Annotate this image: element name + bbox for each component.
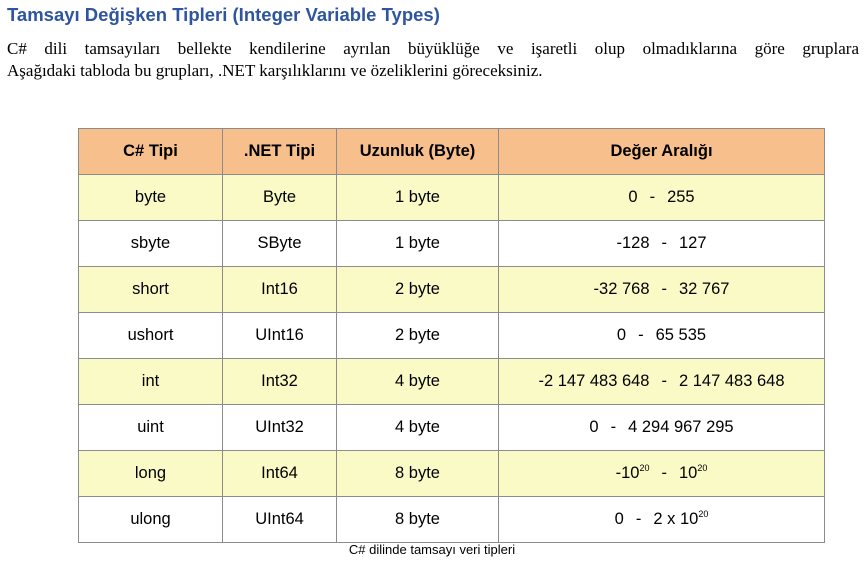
integer-types-table: C# Tipi .NET Tipi Uzunluk (Byte) Değer A… xyxy=(78,128,825,543)
cell-length: 8 byte xyxy=(336,450,499,497)
cell-value-range: 0-2 x 1020 xyxy=(498,496,825,543)
cell-net-type: Int64 xyxy=(222,450,337,497)
range-max: 2 147 483 648 xyxy=(678,372,785,390)
cell-net-type: UInt32 xyxy=(222,404,337,451)
cell-length: 4 byte xyxy=(336,404,499,451)
range-separator: - xyxy=(610,418,617,436)
range-separator: - xyxy=(661,234,668,252)
range-min: -2 147 483 648 xyxy=(538,372,650,390)
range-separator: - xyxy=(635,510,642,528)
header-net-type: .NET Tipi xyxy=(222,128,337,175)
cell-cs-type: int xyxy=(78,358,223,405)
range-separator: - xyxy=(661,464,668,482)
cell-length: 4 byte xyxy=(336,358,499,405)
range-min: -10 xyxy=(615,464,640,482)
cell-cs-type: ulong xyxy=(78,496,223,543)
range-min: 0 xyxy=(628,188,638,206)
cell-cs-type: sbyte xyxy=(78,220,223,267)
cell-net-type: Int16 xyxy=(222,266,337,313)
cell-cs-type: ushort xyxy=(78,312,223,359)
range-max: 127 xyxy=(679,234,707,252)
section-heading: Tamsayı Değişken Tipleri (Integer Variab… xyxy=(7,4,440,25)
table-caption: C# dilinde tamsayı veri tipleri xyxy=(348,542,516,557)
cell-cs-type: long xyxy=(78,450,223,497)
cell-length: 2 byte xyxy=(336,312,499,359)
header-cs-type: C# Tipi xyxy=(78,128,223,175)
range-min: 0 xyxy=(614,510,624,528)
cell-length: 8 byte xyxy=(336,496,499,543)
range-min: -32 768 xyxy=(593,280,650,298)
cell-cs-type: uint xyxy=(78,404,223,451)
range-max: 4 294 967 295 xyxy=(628,418,734,436)
cell-value-range: -2 147 483 648-2 147 483 648 xyxy=(498,358,825,405)
cell-net-type: Int32 xyxy=(222,358,337,405)
intro-paragraph: C# dili tamsayıları bellekte kendilerine… xyxy=(7,38,859,82)
range-min: 0 xyxy=(589,418,599,436)
cell-value-range: -1020-1020 xyxy=(498,450,825,497)
cell-value-range: 0-4 294 967 295 xyxy=(498,404,825,451)
cell-length: 2 byte xyxy=(336,266,499,313)
range-max: 2 x 10 xyxy=(653,510,699,528)
range-max: 65 535 xyxy=(655,326,707,344)
range-max-exponent: 20 xyxy=(697,463,708,473)
cell-net-type: UInt64 xyxy=(222,496,337,543)
range-separator: - xyxy=(661,372,667,390)
cell-value-range: 0-255 xyxy=(498,174,825,221)
cell-cs-type: byte xyxy=(78,174,223,221)
cell-value-range: 0-65 535 xyxy=(498,312,825,359)
cell-value-range: -128-127 xyxy=(498,220,825,267)
table-header-row: C# Tipi .NET Tipi Uzunluk (Byte) Değer A… xyxy=(78,128,825,175)
cell-net-type: UInt16 xyxy=(222,312,337,359)
range-min: -128 xyxy=(616,234,650,252)
range-max: 10 xyxy=(679,464,698,482)
range-separator: - xyxy=(649,188,656,206)
header-value-range: Değer Aralığı xyxy=(498,128,825,175)
range-min-exponent: 20 xyxy=(639,463,650,473)
header-length: Uzunluk (Byte) xyxy=(336,128,499,175)
cell-length: 1 byte xyxy=(336,220,499,267)
intro-line-2: Aşağıdaki tabloda bu grupları, .NET karş… xyxy=(7,61,543,80)
range-max: 32 767 xyxy=(679,280,730,298)
range-max-exponent: 20 xyxy=(698,509,709,519)
cell-net-type: Byte xyxy=(222,174,337,221)
cell-net-type: SByte xyxy=(222,220,337,267)
cell-cs-type: short xyxy=(78,266,223,313)
intro-line-1: C# dili tamsayıları bellekte kendilerine… xyxy=(7,39,859,58)
cell-length: 1 byte xyxy=(336,174,499,221)
range-min: 0 xyxy=(616,326,627,344)
range-separator: - xyxy=(661,280,668,298)
range-separator: - xyxy=(638,326,644,344)
cell-value-range: -32 768-32 767 xyxy=(498,266,825,313)
range-max: 255 xyxy=(667,188,695,206)
